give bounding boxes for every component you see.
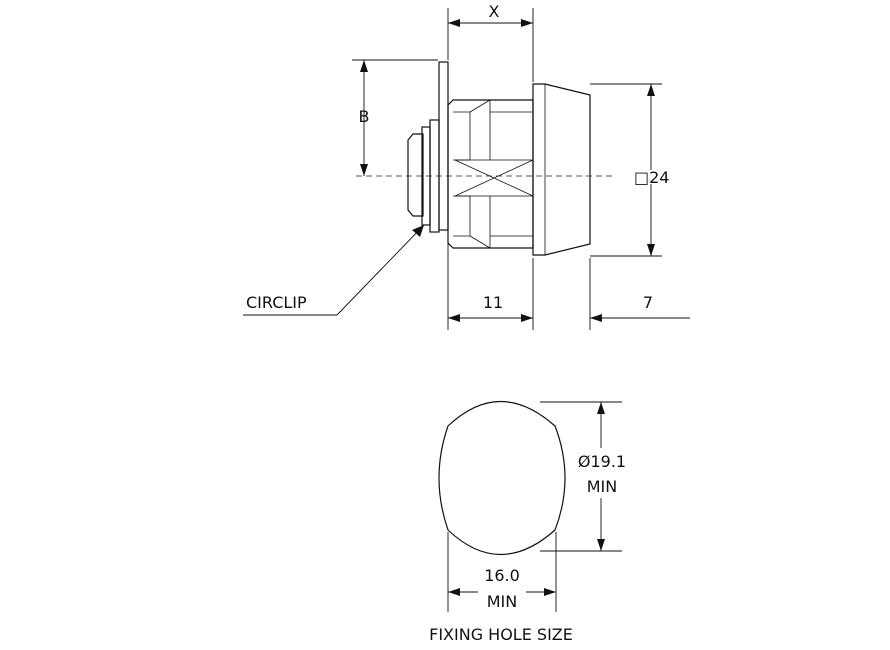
x-detail — [454, 159, 534, 197]
fixing-hole-shape — [438, 400, 566, 556]
lock-head — [532, 83, 591, 256]
dim-square-24-label: □24 — [634, 168, 669, 187]
lock-side-view — [356, 61, 612, 256]
flange-plate — [438, 61, 449, 231]
wrench-flats — [453, 99, 491, 249]
circlip-callout: CIRCLIP — [243, 224, 425, 316]
dimension-11: 11 — [447, 243, 534, 330]
dim-16-min-label: MIN — [487, 592, 518, 611]
circlip-label: CIRCLIP — [246, 293, 307, 312]
dim-dia-label: Ø19.1 — [578, 452, 626, 471]
dimension-b: B — [352, 59, 438, 176]
rear-plug — [407, 133, 424, 217]
lock-body — [447, 99, 534, 249]
fixing-hole-view — [438, 400, 566, 556]
dim-x-label: X — [489, 2, 500, 21]
dim-7-label: 7 — [643, 293, 653, 312]
fixing-hole-caption: FIXING HOLE SIZE — [429, 625, 573, 644]
dim-b-label: B — [359, 107, 370, 126]
dim-dia-min-label: MIN — [587, 477, 618, 496]
dimension-16-0: 16.0 MIN — [447, 532, 557, 612]
body-hex-lines — [490, 111, 533, 237]
dimension-7: 7 — [589, 258, 690, 330]
dim-16-label: 16.0 — [484, 566, 520, 585]
dimension-square-24: □24 — [590, 83, 679, 257]
dimension-x: X — [447, 2, 534, 82]
dim-11-label: 11 — [483, 293, 503, 312]
dimension-dia-19-1: Ø19.1 MIN — [540, 401, 630, 552]
